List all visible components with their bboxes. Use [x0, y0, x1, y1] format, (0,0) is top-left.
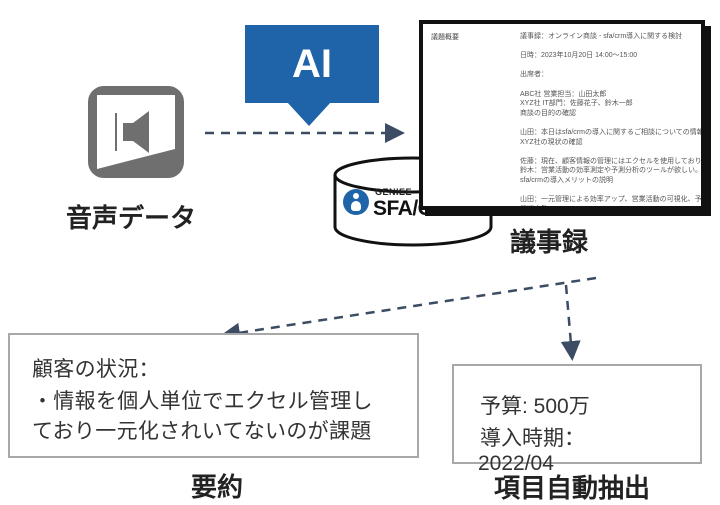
- document-line: 質疑応答: [520, 205, 548, 210]
- summary-label: 要約: [191, 472, 244, 502]
- document-line: sfa/crmの導入メリットの説明: [520, 176, 613, 184]
- audio-label: 音声データ: [66, 203, 197, 233]
- document-line: 日時：2023年10月20日 14:00〜15:00: [520, 52, 638, 60]
- arrow-to-summary: [220, 276, 597, 343]
- arrow-to-extraction: [560, 284, 581, 361]
- budget-value: 予算: 500万: [480, 395, 590, 418]
- document-line: XYZ社の現状の確認: [520, 138, 583, 146]
- ai-callout: AI: [245, 25, 379, 127]
- document-line: ABC社 営業担当：山田太郎: [520, 90, 607, 98]
- summary-box: 顧客の状況： ・情報を個人単位でエクセル管理し ており一元化されいてないのが課題: [8, 333, 419, 458]
- summary-line: ており一元化されいてないのが課題: [32, 420, 372, 443]
- document-header: 議題概要: [431, 34, 459, 41]
- document-line: 佐藤：現在、顧客情報の管理にはエクセルを使用しており、情報: [520, 157, 705, 165]
- callout-tail: [287, 102, 331, 126]
- extraction-label: 項目自動抽出: [494, 473, 651, 503]
- extraction-box: 予算: 500万 導入時期：: [452, 364, 702, 464]
- document-body: 議事録：オンライン商談 - sfa/crm導入に関する検討日時：2023年10月…: [520, 32, 705, 210]
- document-line: 山田：本日はsfa/crmの導入に関するご相談についての情報提供: [520, 128, 705, 136]
- minutes-label: 議事録: [510, 227, 589, 257]
- document-line: 山田：一元管理による効率アップ、営業活動の可視化、予測分析: [520, 196, 705, 204]
- summary-line: ・情報を個人単位でエクセル管理し: [32, 390, 373, 413]
- document-line: 議事録：オンライン商談 - sfa/crm導入に関する検討: [520, 33, 683, 40]
- period-label: 導入時期：: [480, 427, 585, 450]
- document-line: 出席者：: [520, 71, 548, 79]
- minutes-document: 議題概要 議事録：オンライン商談 - sfa/crm導入に関する検討日時：202…: [419, 20, 705, 210]
- database-brand: GENIEE: [375, 187, 413, 197]
- document-line: 商談の目的の確認: [520, 109, 576, 117]
- ai-label: AI: [245, 25, 379, 103]
- document-line: XYZ社 IT部門：佐藤花子、鈴木一郎: [520, 100, 633, 108]
- period-value: 2022/04: [478, 452, 554, 475]
- geniee-logo-icon: [343, 189, 369, 215]
- summary-line: 顧客の状況：: [32, 358, 160, 381]
- document-line: 鈴木：営業活動の効率測定や予測分析のツールが欲しい。: [520, 167, 702, 175]
- speaker-icon: [88, 86, 184, 178]
